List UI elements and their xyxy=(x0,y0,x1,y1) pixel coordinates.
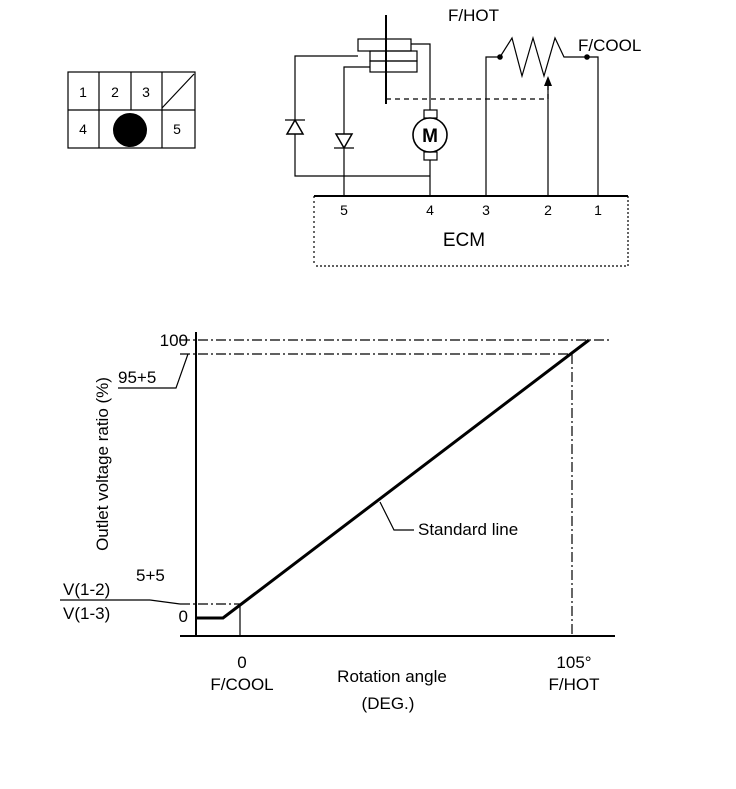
diode-left xyxy=(285,118,305,135)
f-hot-label: F/HOT xyxy=(448,6,499,25)
ratio-denominator: V(1-3) xyxy=(63,604,110,623)
wire-diode-loop xyxy=(294,55,430,177)
switch-contact-lower xyxy=(369,60,418,73)
switch-contact-middle xyxy=(369,50,418,62)
connector-face: 1 2 3 4 5 xyxy=(67,71,196,149)
potentiometer-resistor xyxy=(485,35,599,196)
y-tick-100: 100 xyxy=(160,331,188,350)
upper-annotation-leader xyxy=(118,353,189,389)
wiper-arrow xyxy=(544,76,552,86)
x-axis-label-line2: (DEG.) xyxy=(362,694,415,713)
connector-pin-2: 2 xyxy=(111,84,119,100)
diode-right xyxy=(334,133,354,150)
motor-label: M xyxy=(422,126,438,147)
connector-pin-5: 5 xyxy=(173,121,181,137)
connector-pin-1: 1 xyxy=(79,84,87,100)
connector-pin-4: 4 xyxy=(79,121,87,137)
wire-to-motor xyxy=(411,43,431,110)
x-axis-label-line1: Rotation angle xyxy=(337,667,447,686)
y-axis-label: Outlet voltage ratio (%) xyxy=(93,377,112,551)
connector-lock-dot xyxy=(113,113,147,147)
ecm-pin-4: 4 xyxy=(426,202,434,218)
lower-tolerance-annotation: 5+5 xyxy=(136,566,165,585)
ecm-box: ECM 5 4 3 2 1 xyxy=(313,195,629,267)
standard-line-label: Standard line xyxy=(418,520,518,539)
connector-blank-slot xyxy=(161,73,195,109)
ecm-pin-1: 1 xyxy=(594,202,602,218)
connector-pin-3: 3 xyxy=(142,84,150,100)
ecm-label: ECM xyxy=(443,230,485,251)
motor-symbol: M xyxy=(412,109,448,196)
x-tick-105-name: F/HOT xyxy=(549,675,600,694)
x-tick-105-value: 105° xyxy=(556,653,591,672)
upper-tolerance-annotation: 95+5 xyxy=(118,368,156,387)
x-tick-0-name: F/COOL xyxy=(210,675,273,694)
mechanical-link xyxy=(386,86,549,100)
circuit-schematic: M F/HOT F/COOL ECM 5 4 3 2 1 xyxy=(285,6,641,267)
f-cool-label: F/COOL xyxy=(578,36,641,55)
potentiometer xyxy=(485,35,599,196)
ecm-pin-2: 2 xyxy=(544,202,552,218)
lower-annotation-leader xyxy=(149,599,181,605)
characteristic-graph: Standard line 100 0 95+5 V(1-2) 5+5 V(1-… xyxy=(60,331,615,713)
switch-contact-upper xyxy=(357,38,412,52)
x-tick-0-value: 0 xyxy=(237,653,246,672)
ecm-pin-5: 5 xyxy=(340,202,348,218)
wire-to-pin5 xyxy=(343,66,370,196)
ratio-numerator: V(1-2) xyxy=(63,580,110,599)
standard-line-leader xyxy=(379,501,414,531)
ecm-pin-3: 3 xyxy=(482,202,490,218)
y-tick-0: 0 xyxy=(179,607,188,626)
standard-line xyxy=(196,338,590,620)
